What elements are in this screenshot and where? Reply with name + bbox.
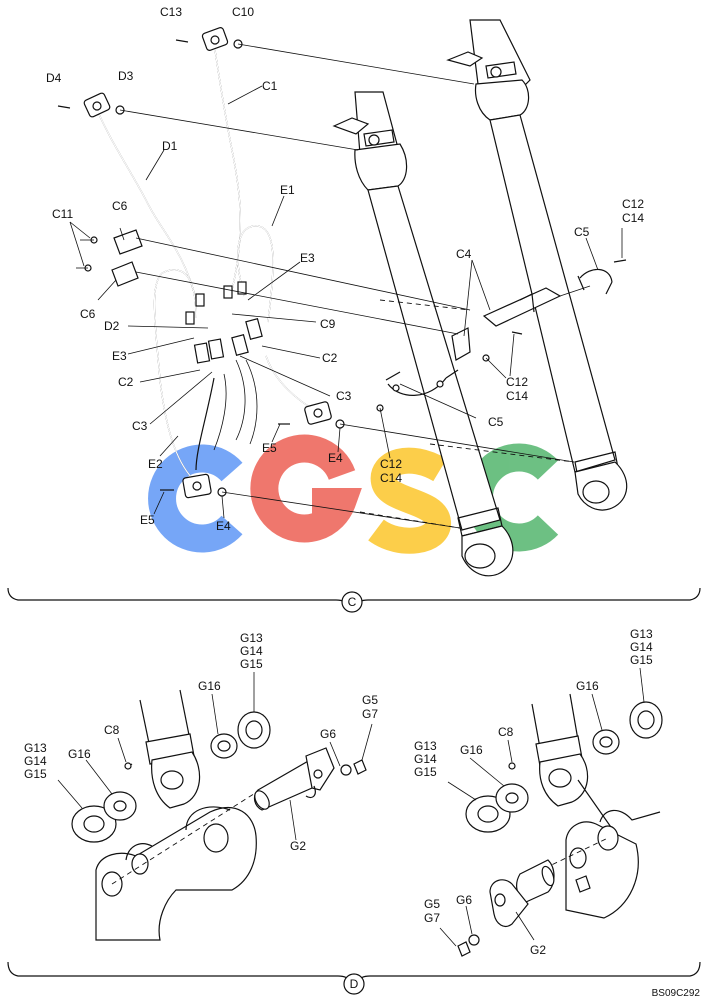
label-g5-right: G5 [424,897,440,911]
label-c11: C11 [52,207,73,221]
label-c3-right: C3 [336,389,352,403]
label-e3-lower: E3 [112,349,127,363]
section-c-marker: C [348,595,357,609]
label-c14-low: C14 [380,471,402,485]
label-c2-right: C2 [322,351,338,365]
label-c14-mid: C14 [506,389,528,403]
watermark-letter-1 [148,444,243,553]
label-c6-upper: C6 [112,199,128,213]
label-e4-lower: E4 [216,519,231,533]
label-g7-left: G7 [362,707,378,721]
label-g16-left-inner: G16 [198,679,221,693]
label-e1: E1 [280,183,295,197]
watermark-letter-2 [250,434,362,543]
drawing-code: BS09C292 [652,988,701,999]
section-d-leaders [57,667,645,947]
label-c10: C10 [232,5,254,19]
label-g15-left-inner: G15 [240,657,263,671]
watermark-letter-3 [368,447,451,554]
label-c2-left: C2 [118,375,134,389]
label-c6-lower: C6 [80,307,96,321]
label-g5-left: G5 [362,693,378,707]
label-e2: E2 [148,457,163,471]
label-g15-right-inner: G15 [630,653,653,667]
label-d1: D1 [162,139,178,153]
label-g6-left: G6 [320,727,336,741]
label-e5-upper: E5 [262,441,277,455]
section-c-brace: C [7,587,701,613]
label-e4-upper: E4 [328,451,343,465]
label-g2-right: G2 [530,943,546,957]
label-g15-left-outer: G15 [24,767,47,781]
left-cylinder [332,91,514,577]
label-c3-left: C3 [132,419,148,433]
section-d-labels: G13 G14 G15 G16 C8 G16 G13 G14 G15 G6 G5… [24,627,653,957]
flanges [83,27,345,499]
label-c9: C9 [320,317,336,331]
label-g7-right: G7 [424,911,440,925]
label-c13: C13 [160,5,182,19]
section-d-brace: D [7,961,701,995]
label-d2: D2 [104,319,120,333]
label-c4: C4 [456,247,472,261]
label-g16-right-outer: G16 [460,743,483,757]
section-d-marker: D [350,977,359,991]
label-c14-right: C14 [622,211,644,225]
label-e5-lower: E5 [140,513,155,527]
label-g13-right-inner: G13 [630,627,653,641]
label-g2-left: G2 [290,839,306,853]
hose-fittings [185,281,263,364]
assembly-lines [119,43,591,529]
clamp-c5-right [577,268,613,295]
right-pin-assembly [457,693,663,957]
label-g14-left-outer: G14 [24,754,47,768]
label-g16-right-inner: G16 [576,679,599,693]
label-d3: D3 [118,69,134,83]
label-c12-mid: C12 [506,375,528,389]
clamp-c5-left [385,369,459,396]
clamp-c6-blocks [76,229,143,287]
label-g6-right: G6 [456,893,472,907]
label-c12-low: C12 [380,457,402,471]
label-c1: C1 [262,79,278,93]
label-g16-left-outer: G16 [68,747,91,761]
label-g14-right-inner: G14 [630,640,653,654]
label-g13-right-outer: G13 [414,739,437,753]
label-c5-left: C5 [488,415,504,429]
label-d4: D4 [46,71,62,85]
left-pin-assembly [71,689,367,941]
label-c12-right: C12 [622,197,644,211]
label-c5-right: C5 [574,225,590,239]
label-c8-right: C8 [498,725,514,739]
leader-lines [69,85,623,519]
label-g14-right-outer: G14 [414,752,437,766]
label-g15-right-outer: G15 [414,765,437,779]
section-c-drawing: C13 C10 D4 D3 C1 D1 E1 C11 C6 E3 C4 C12 … [7,5,701,613]
label-g13-left-inner: G13 [240,631,263,645]
label-c8-left: C8 [104,723,120,737]
section-d-drawing: G13 G14 G15 G16 C8 G16 G13 G14 G15 G6 G5… [7,627,701,995]
label-g14-left-inner: G14 [240,644,263,658]
label-g13-left-outer: G13 [24,741,47,755]
label-e3-upper: E3 [300,251,315,265]
section-c-labels: C13 C10 D4 D3 C1 D1 E1 C11 C6 E3 C4 C12 … [46,5,644,533]
